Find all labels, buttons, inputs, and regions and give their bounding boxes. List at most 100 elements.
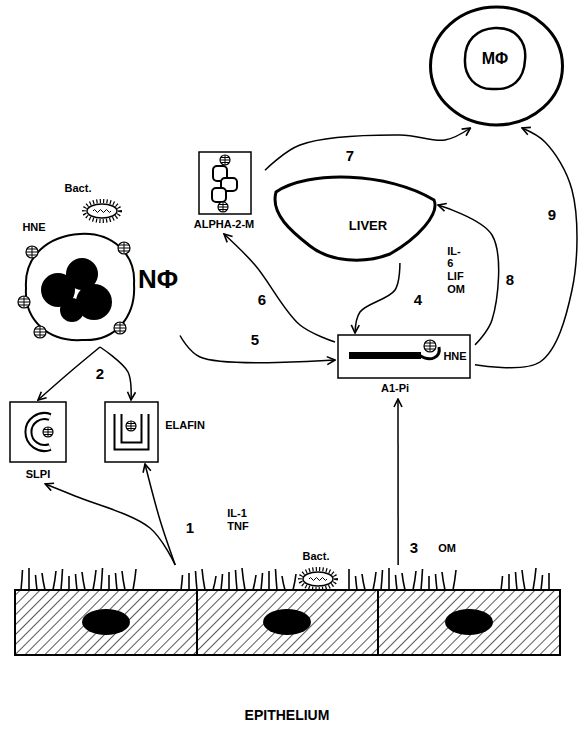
granule-outline [34,326,46,338]
hne-granule [114,322,126,334]
cilium [181,575,183,590]
annotation-label: HNE [21,221,46,234]
granule-line [225,155,226,165]
cilium [42,573,45,590]
bacterium-dna [93,210,111,213]
cilium [101,568,103,590]
arrow-connector [45,484,175,565]
cilium [541,575,543,590]
granule-line [32,246,33,258]
macrophage-nucleus [465,28,525,89]
cilium [188,573,190,590]
granule-outline [218,202,228,212]
alpha2m-domain [212,188,226,202]
cilium [122,571,125,590]
a1pi-complex-box: HNEA1-Pi [335,333,475,399]
granule-outline [114,322,126,334]
arrow-connector [145,464,175,565]
cilium [213,576,216,590]
cilium [36,575,38,590]
cilium [381,570,383,590]
hne-granule [118,242,130,254]
node-shape [268,168,438,263]
liver-outline [275,177,435,260]
cilium [516,572,518,590]
granule-line [124,242,125,254]
cilium [261,573,263,590]
hne-granule [218,202,228,212]
granule-line [120,322,121,334]
node-label: ELAFIN [165,419,205,432]
arrow-connector [355,263,400,333]
cilium [116,573,118,590]
bacterium-pili [84,201,120,221]
cilium [253,575,256,590]
epithelium-layer: EPITHELIUM [15,565,560,730]
granule-outline [26,246,38,258]
granule-line [48,427,49,437]
alpha2m-box: ALPHA-2-M [183,150,265,234]
a1pi-chain [349,352,421,359]
cilium [196,571,198,590]
annotation-label: Bact. [302,550,331,563]
liver-organ: LIVER [268,168,438,263]
granule-outline [126,421,136,431]
node-label: HNE [443,350,466,363]
neutrophil-cell: NΦ [20,232,180,347]
step-number: 4 [413,291,423,308]
cilium [373,572,376,590]
node-shape [15,565,560,730]
arrow-connector [397,399,399,565]
cilium [268,571,270,590]
hne-granule [126,421,136,431]
arrow-connector [475,128,577,368]
cilium [356,576,358,590]
nucleus-lobe [60,298,84,322]
cilium [453,570,456,590]
annotation-label: IL-6 LIF OM [446,245,466,296]
step-number: 9 [547,206,557,223]
cell-row [15,590,560,655]
cilium [282,576,285,590]
arrow-connector [38,347,100,400]
macrophage-cell: MΦ [428,4,565,128]
bacterium-body [87,204,117,218]
cilium [428,576,430,590]
node-label: SLPI [26,468,50,481]
bacterium [84,201,120,221]
cilium [61,569,63,590]
granule-line [40,326,41,338]
bacterium-pili [300,569,336,589]
cilium [413,571,416,590]
annotation-label: IL-1 TNF [226,507,249,532]
cilium [133,569,136,590]
elafin-molecule-core [118,414,145,446]
cilium [402,573,405,590]
elafin-molecule [118,414,145,446]
molecule-frame [10,402,66,462]
cilium [228,572,230,590]
step-number: 8 [505,271,515,288]
cilium [362,574,365,590]
node-label: ALPHA-2-M [194,218,255,231]
molecule-frame [105,402,158,462]
hne-granule [424,340,436,352]
complex-frame [338,335,470,378]
step-number: 3 [409,539,419,556]
cell-nucleus [82,609,130,635]
cilium [348,569,350,590]
cilium [276,569,278,590]
step-number: 2 [95,365,105,382]
cilium [242,568,245,590]
cell-nucleus [263,609,311,635]
hne-granule [26,246,38,258]
cilium [76,574,78,590]
cilium [68,576,70,590]
cilium [501,576,503,590]
cilium [108,575,110,590]
cilium [82,572,85,590]
node-label: LIVER [349,219,387,234]
bacterium-dna [309,578,327,581]
node-shape [103,400,215,464]
